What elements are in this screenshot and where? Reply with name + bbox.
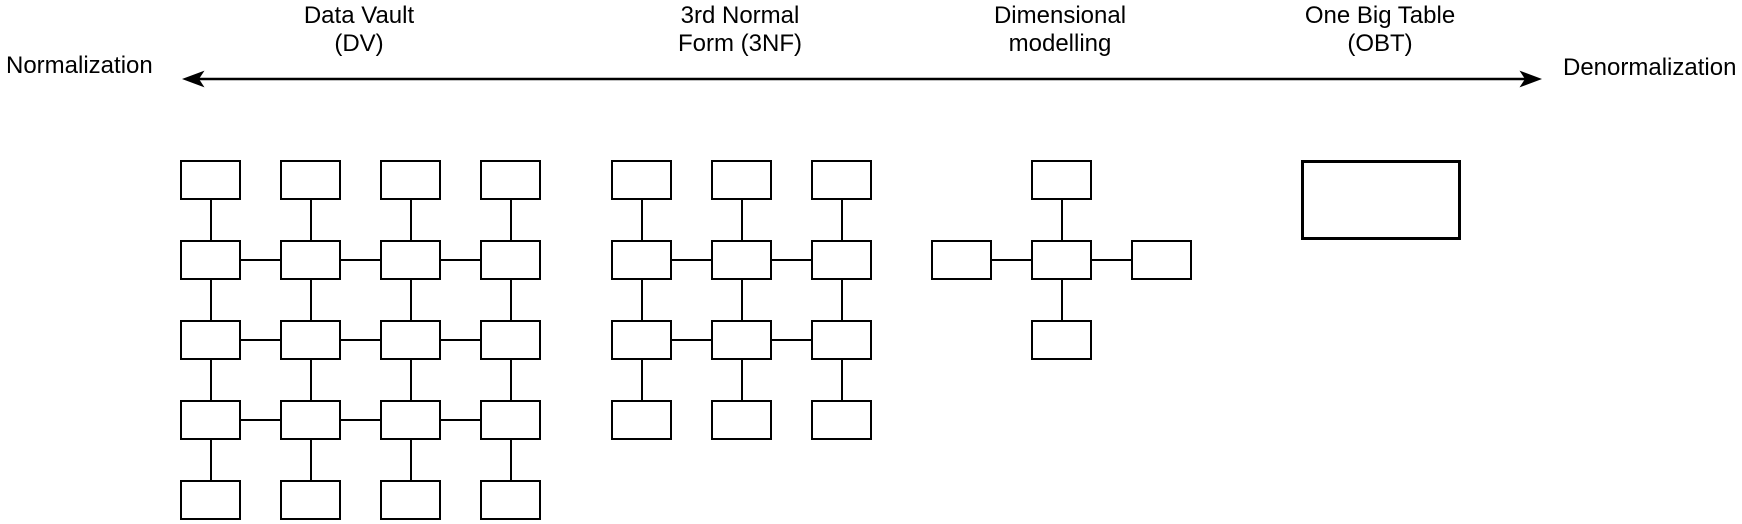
- table-box: [1131, 240, 1192, 280]
- connector-line: [241, 259, 280, 261]
- connector-line: [509, 440, 512, 480]
- table-box: [180, 480, 241, 520]
- table-box: [180, 320, 241, 360]
- connector-line: [241, 339, 280, 341]
- data-vault-label-line2: (DV): [334, 30, 384, 57]
- table-box: [180, 160, 241, 200]
- normalization-axis-arrow: [182, 70, 1542, 88]
- connector-line: [992, 259, 1031, 261]
- connector-line: [341, 259, 380, 261]
- table-box: [380, 320, 441, 360]
- data-vault-label-line1: Data Vault: [303, 2, 415, 29]
- table-box: [1031, 240, 1092, 280]
- denormalization-label: Denormalization: [1563, 54, 1737, 81]
- table-box: [811, 400, 872, 440]
- connector-line: [409, 360, 412, 400]
- table-box: [480, 320, 541, 360]
- table-box: [611, 320, 672, 360]
- connector-line: [672, 339, 711, 341]
- third-normal-form-label-line1: 3rd Normal: [680, 2, 800, 29]
- third-normal-form-label: 3rd Normal Form (3NF): [678, 2, 802, 58]
- dimensional-modelling-label-line1: Dimensional: [993, 2, 1127, 29]
- connector-line: [441, 339, 480, 341]
- connector-line: [509, 280, 512, 320]
- connector-line: [509, 360, 512, 400]
- table-box: [1031, 320, 1092, 360]
- table-box: [931, 240, 992, 280]
- table-box: [611, 160, 672, 200]
- connector-line: [441, 419, 480, 421]
- table-box: [811, 160, 872, 200]
- table-box: [480, 400, 541, 440]
- connector-line: [1092, 259, 1131, 261]
- connector-line: [409, 200, 412, 240]
- one-big-table-label: One Big Table (OBT): [1305, 2, 1455, 58]
- connector-line: [209, 360, 212, 400]
- table-box: [1031, 160, 1092, 200]
- connector-line: [509, 200, 512, 240]
- table-box: [711, 320, 772, 360]
- table-box: [480, 240, 541, 280]
- data-vault-label: Data Vault (DV): [304, 2, 414, 58]
- table-box: [180, 400, 241, 440]
- normalization-label: Normalization: [6, 52, 153, 79]
- table-box: [711, 240, 772, 280]
- connector-line: [309, 440, 312, 480]
- connector-line: [772, 339, 811, 341]
- table-box: [280, 160, 341, 200]
- connector-line: [241, 419, 280, 421]
- table-box: [280, 400, 341, 440]
- dimensional-modelling-label-line2: modelling: [1008, 30, 1112, 57]
- table-box: [811, 320, 872, 360]
- table-box: [711, 160, 772, 200]
- table-box: [380, 160, 441, 200]
- connector-line: [209, 200, 212, 240]
- third-normal-form-label-line2: Form (3NF): [678, 30, 802, 57]
- connector-line: [341, 339, 380, 341]
- one-big-table-label-line2: (OBT): [1347, 30, 1413, 57]
- table-box: [711, 400, 772, 440]
- connector-line: [640, 280, 643, 320]
- connector-line: [409, 280, 412, 320]
- connector-line: [740, 360, 743, 400]
- connector-line: [640, 200, 643, 240]
- connector-line: [840, 200, 843, 240]
- table-box: [480, 480, 541, 520]
- connector-line: [840, 280, 843, 320]
- table-box: [280, 240, 341, 280]
- connector-line: [209, 440, 212, 480]
- connector-line: [441, 259, 480, 261]
- connector-line: [209, 280, 212, 320]
- connector-line: [309, 200, 312, 240]
- dimensional-modelling-label: Dimensional modelling: [994, 2, 1126, 58]
- connector-line: [640, 360, 643, 400]
- connector-line: [772, 259, 811, 261]
- connector-line: [740, 280, 743, 320]
- connector-line: [1060, 200, 1063, 240]
- one-big-table-label-line1: One Big Table: [1304, 2, 1456, 29]
- connector-line: [409, 440, 412, 480]
- connector-line: [1060, 280, 1063, 320]
- table-box: [380, 400, 441, 440]
- table-box: [1301, 160, 1461, 240]
- table-box: [611, 240, 672, 280]
- table-box: [380, 240, 441, 280]
- connector-line: [840, 360, 843, 400]
- table-box: [611, 400, 672, 440]
- table-box: [180, 240, 241, 280]
- table-box: [280, 480, 341, 520]
- right-arrowhead-icon: [1519, 70, 1542, 88]
- connector-line: [672, 259, 711, 261]
- table-box: [280, 320, 341, 360]
- connector-line: [309, 280, 312, 320]
- connector-line: [341, 419, 380, 421]
- connector-line: [740, 200, 743, 240]
- table-box: [380, 480, 441, 520]
- table-box: [480, 160, 541, 200]
- left-arrowhead-icon: [182, 70, 205, 88]
- connector-line: [309, 360, 312, 400]
- table-box: [811, 240, 872, 280]
